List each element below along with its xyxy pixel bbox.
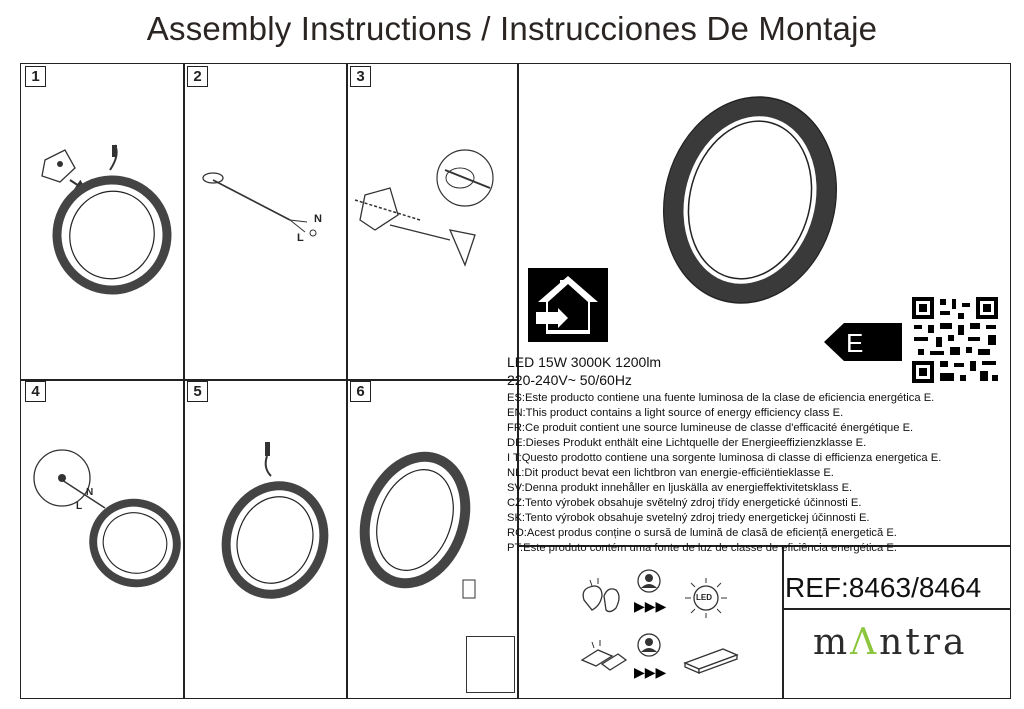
wire-neutral-label: N [314, 213, 322, 225]
page-title: Assembly Instructions / Instrucciones De… [146, 10, 878, 47]
led-module-icon [685, 578, 727, 618]
divider [782, 545, 784, 698]
divider [517, 545, 1011, 547]
wire-neutral-label: N [86, 487, 94, 498]
switch-panel [466, 636, 515, 693]
step-number-2: 2 [187, 66, 208, 87]
energy-statement-de: DE:Dieses Produkt enthält eine Lichtquel… [507, 437, 867, 449]
qr-code-icon [910, 295, 1000, 385]
wire-live-label: L [76, 501, 83, 512]
step-6-illustration [359, 451, 476, 599]
product-ring-illustration [662, 96, 838, 304]
energy-statement-ro: RO:Acest produs conține o sursă de lumin… [507, 527, 897, 539]
product-reference: REF:8463/8464 [785, 572, 982, 603]
broken-driver-icon [580, 640, 628, 671]
bracket-icon [359, 187, 399, 231]
wall-switch-icon [462, 579, 476, 599]
technician-icon [637, 569, 661, 593]
spec-voltage: 220-240V~ 50/60Hz [507, 372, 632, 388]
step-number-4: 4 [25, 381, 46, 402]
led-label: LED [696, 593, 712, 602]
step-5-illustration [221, 442, 329, 599]
energy-statement-fr: FR:Ce produit contient une source lumine… [507, 422, 914, 434]
wire-live-label: L [297, 232, 304, 244]
sequence-arrows-icon: ▶▶▶ [634, 598, 667, 614]
divider [346, 64, 348, 698]
step-3-illustration [354, 149, 494, 267]
energy-statement-it: I T:Questo prodotto contiene una sorgent… [507, 452, 942, 464]
step-4-illustration [33, 449, 181, 588]
indoor-use-icon [528, 268, 608, 342]
energy-statement-es: ES:Este producto contiene una fuente lum… [507, 392, 935, 404]
step-number-5: 5 [187, 381, 208, 402]
instruction-sheet: 1 2 3 4 5 6 [20, 63, 1011, 699]
ceiling-plate-icon [202, 172, 224, 184]
energy-statement-cz: CZ:Tento výrobek obsahuje světelný zdroj… [507, 497, 862, 509]
step-number-3: 3 [350, 66, 371, 87]
step-2-illustration [202, 172, 317, 237]
spec-power: LED 15W 3000K 1200lm [507, 354, 662, 370]
divider [21, 379, 517, 381]
divider [183, 64, 185, 698]
energy-statement-sv: SV:Denna produkt innehåller en ljuskälla… [507, 482, 853, 494]
step-1-illustration [41, 144, 172, 295]
technician-icon [637, 633, 661, 657]
brand-logo: mΛntra [813, 622, 968, 663]
energy-class-arrow-icon [824, 323, 902, 361]
driver-icon [683, 648, 739, 674]
energy-statement-nl: NL:Dit product bevat een lichtbron van e… [507, 467, 834, 479]
energy-statement-en: EN:This product contains a light source … [507, 407, 844, 419]
sequence-arrows-icon: ▶▶▶ [634, 664, 667, 680]
broken-bulb-icon [582, 578, 620, 613]
energy-class-letter: E [846, 328, 864, 358]
divider [517, 64, 519, 698]
energy-statement-sk: SK:Tento výrobok obsahuje svetelný zdroj… [507, 512, 870, 524]
step-number-6: 6 [350, 381, 371, 402]
energy-statement-pt: PT:Este produto contém uma fonte de luz … [507, 542, 897, 554]
step-number-1: 1 [25, 66, 46, 87]
divider [782, 608, 1011, 610]
